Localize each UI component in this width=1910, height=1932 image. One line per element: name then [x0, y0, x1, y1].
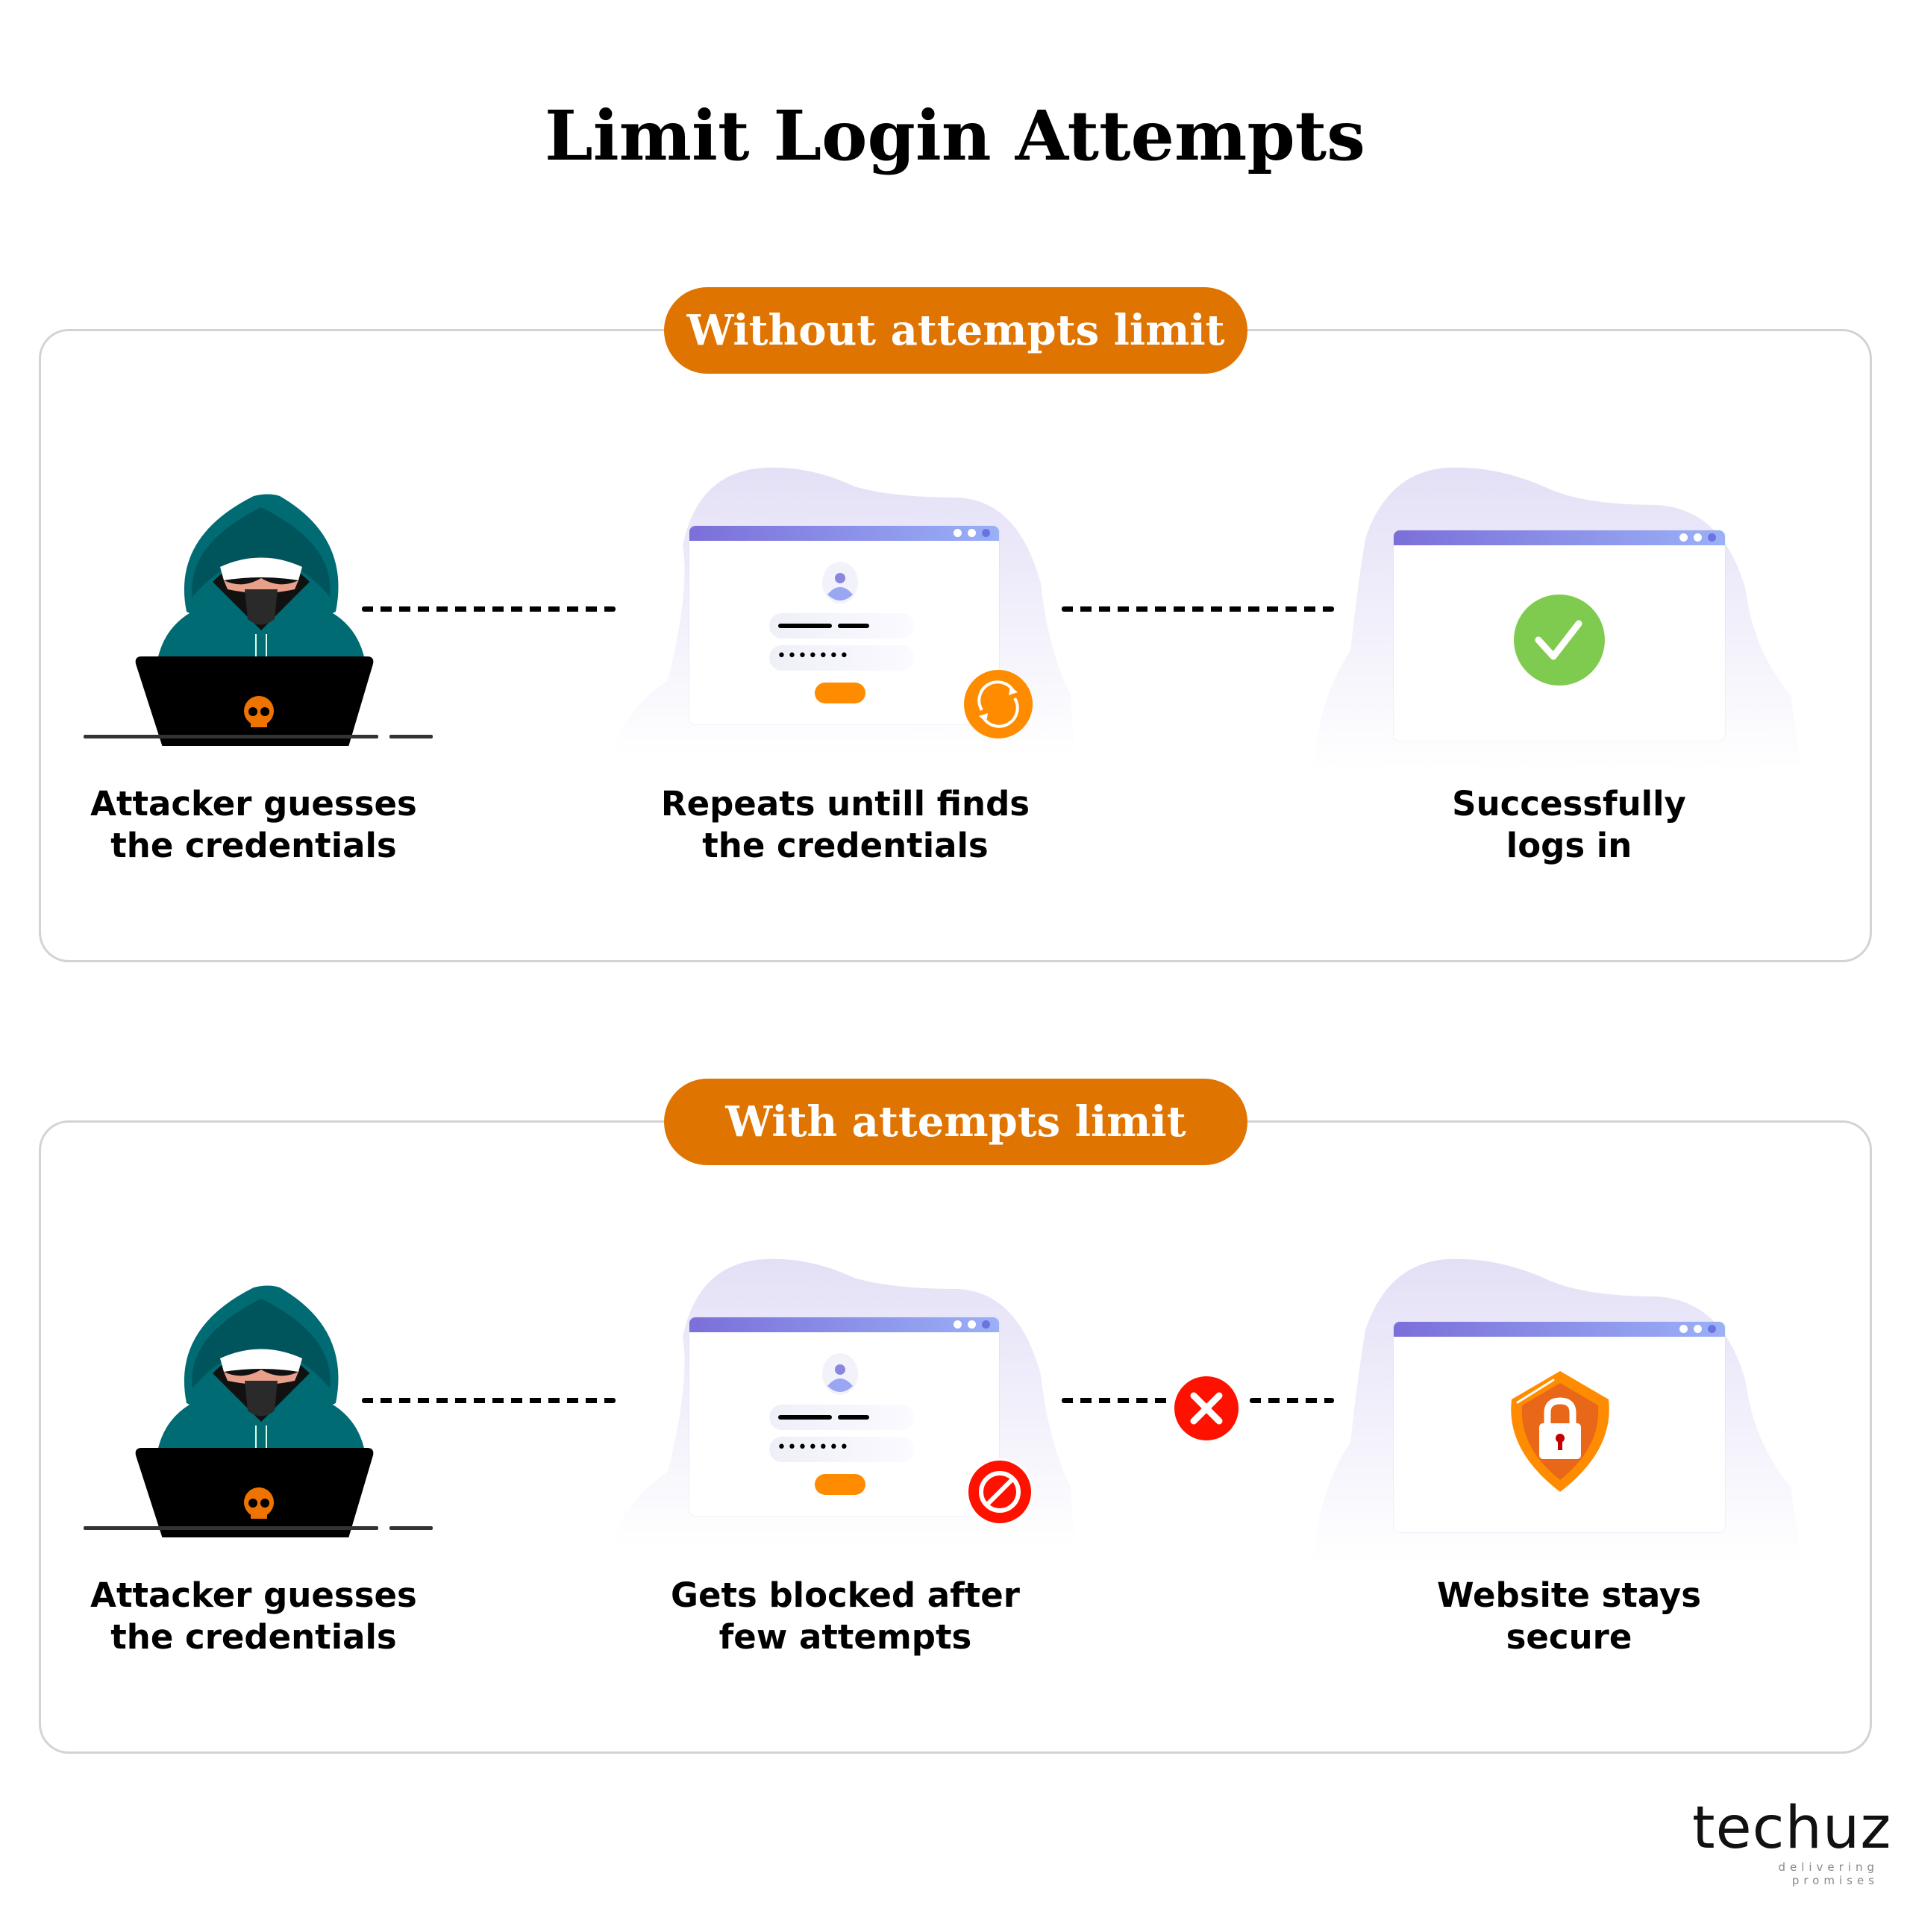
- window-titlebar: [1394, 530, 1725, 545]
- window-titlebar: [1394, 1322, 1725, 1337]
- window-dot: [1694, 533, 1702, 542]
- success-check-icon: [1514, 595, 1605, 686]
- login-window: •••••••: [689, 1317, 999, 1516]
- login-button: [815, 683, 865, 703]
- section-header-with-limit: With attempts limit: [664, 1079, 1247, 1165]
- user-avatar-icon: [822, 1353, 858, 1395]
- secure-window: [1394, 1322, 1725, 1532]
- connector-dashed-line: [362, 1398, 616, 1403]
- username-field: [769, 613, 914, 639]
- username-field: [769, 1405, 914, 1430]
- password-field: •••••••: [769, 1437, 914, 1462]
- shield-lock-icon: [1511, 1371, 1609, 1492]
- hacker-laptop-icon: [84, 494, 433, 746]
- window-dot: [968, 1320, 976, 1329]
- user-avatar-icon: [822, 562, 858, 603]
- refresh-icon: [964, 670, 1033, 738]
- login-button: [815, 1474, 865, 1495]
- connector-dashed-line: [1062, 606, 1334, 612]
- window-dot: [1708, 533, 1716, 542]
- window-titlebar: [689, 1317, 999, 1332]
- window-dot: [1679, 1325, 1688, 1333]
- window-dot: [1694, 1325, 1702, 1333]
- hacker-laptop-icon: [84, 1285, 433, 1537]
- page-title: Limit Login Attempts: [545, 95, 1365, 176]
- brand-logo: techuz delivering promises: [1692, 1795, 1892, 1887]
- success-window: [1394, 530, 1725, 741]
- window-dot: [954, 1320, 962, 1329]
- password-mask: •••••••: [777, 647, 850, 665]
- window-dot: [982, 529, 990, 537]
- window-dot: [968, 529, 976, 537]
- password-mask: •••••••: [777, 1438, 850, 1457]
- logo-wordmark: techuz: [1692, 1795, 1892, 1862]
- blocked-x-icon: [1174, 1376, 1239, 1440]
- connector-dashed-line: [362, 606, 616, 612]
- window-dot: [982, 1320, 990, 1329]
- window-dot: [954, 529, 962, 537]
- window-titlebar: [689, 526, 999, 541]
- connector-dashed-line: [1062, 1398, 1170, 1403]
- window-dot: [1679, 533, 1688, 542]
- window-dot: [1708, 1325, 1716, 1333]
- login-window: •••••••: [689, 526, 999, 724]
- section-header-without-limit: Without attempts limit: [664, 287, 1247, 374]
- connector-dashed-line: [1250, 1398, 1334, 1403]
- password-field: •••••••: [769, 645, 914, 671]
- logo-tagline: delivering promises: [1778, 1860, 1879, 1887]
- blocked-icon: [966, 1458, 1033, 1525]
